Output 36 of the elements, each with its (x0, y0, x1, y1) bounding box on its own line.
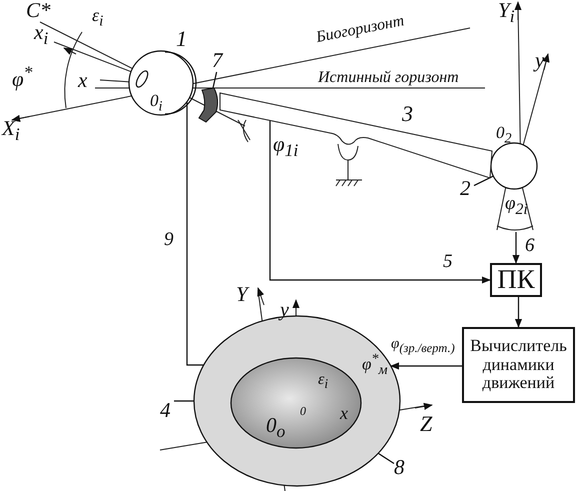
callout-number: 7 (212, 50, 226, 72)
arrow (512, 232, 520, 264)
arrow (514, 297, 522, 328)
arrow (269, 120, 491, 284)
axis-label: y (280, 300, 289, 320)
angle-label: ε$_{i}$ (92, 6, 104, 30)
leader-line (212, 72, 218, 88)
axis-label: Z (420, 413, 432, 435)
callout-number: 1 (176, 28, 187, 50)
leader-line (174, 400, 194, 402)
point-label: 0$_{2}$ (496, 124, 512, 146)
callout-number: 4 (160, 400, 174, 422)
angle-label: φ$_{2i}$ (505, 194, 528, 218)
process-box: ПК (490, 263, 542, 297)
point-label: 0$_{i}$ (150, 92, 162, 114)
leader-line (378, 452, 394, 464)
callout-number: 3 (402, 103, 413, 125)
angle-label: φ$^{*}$ (12, 64, 32, 90)
leader-line (474, 176, 494, 186)
axis-label: y (535, 50, 544, 71)
angle-label: φ$_{1i}$ (273, 134, 298, 160)
axis-label: x (340, 404, 348, 422)
axis-label: x$_{i}$ (34, 22, 48, 48)
point-label: 0$_{o}$ (266, 415, 286, 441)
process-box: Вычислитель динамики движений (462, 327, 575, 403)
arrow (390, 362, 462, 370)
callout-number: 2 (460, 178, 474, 200)
axis-label: X$_{i}$ (2, 118, 20, 144)
point-label: C* (26, 0, 51, 21)
axis-label: x (78, 70, 88, 91)
point-label: 0 (300, 405, 306, 417)
axis-label: Y (236, 284, 248, 305)
horizon-label: Биогоризонт (314, 13, 406, 46)
angle-label: ε$_{i}$ (318, 372, 328, 391)
axis-label: Y$_{i}$ (498, 0, 515, 26)
callout-number: 8 (394, 457, 408, 479)
